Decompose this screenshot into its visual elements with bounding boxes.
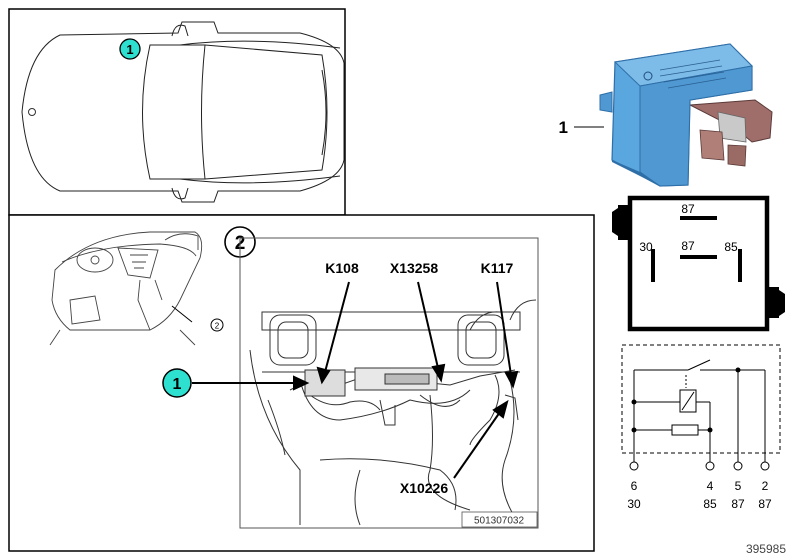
relay-illustration: 1 <box>559 43 773 187</box>
interior-sketch <box>49 231 203 346</box>
car-location-panel: 1 <box>8 8 346 216</box>
diagram-id: 395985 <box>746 542 786 556</box>
label-x10226: X10226 <box>400 480 448 496</box>
pin-label-right: 85 <box>724 240 738 254</box>
label-k108: K108 <box>325 260 359 276</box>
pin-label-center: 87 <box>681 239 695 253</box>
relay-location-callout-1: 1 <box>162 368 192 398</box>
terminal-4: 4 85 <box>703 479 717 511</box>
callout-number: 2 <box>215 322 220 331</box>
detail-callout-small-2: 2 <box>210 318 224 332</box>
callout-number: 1 <box>173 376 182 393</box>
svg-text:4: 4 <box>707 479 714 493</box>
car-outline <box>21 21 345 203</box>
leader-arrows <box>192 281 519 479</box>
pin-label-left: 30 <box>639 240 653 254</box>
label-x13258: X13258 <box>390 260 438 276</box>
drawing-ref-code: 501307032 <box>474 516 524 527</box>
relay-circuit-schematic: 6 30 4 85 5 87 2 87 <box>621 344 781 511</box>
part-callout-1: 1 <box>119 38 141 60</box>
svg-text:85: 85 <box>703 497 717 511</box>
relay-part-label: 1 <box>559 118 568 137</box>
terminal-6: 6 30 <box>627 479 641 511</box>
svg-text:87: 87 <box>731 497 745 511</box>
svg-text:6: 6 <box>631 479 638 493</box>
relay-pinout-diagram: 87 30 87 85 <box>612 195 785 332</box>
terminal-5: 5 87 <box>731 479 745 511</box>
label-k117: K117 <box>481 260 514 276</box>
svg-text:2: 2 <box>762 479 769 493</box>
dashboard-detail-drawing <box>239 237 539 529</box>
terminal-2: 2 87 <box>758 479 772 511</box>
detail-panel: 2 2 <box>8 214 595 552</box>
fuel-cap-marker <box>28 108 36 116</box>
svg-text:87: 87 <box>758 497 772 511</box>
callout-number: 1 <box>126 42 133 57</box>
svg-text:30: 30 <box>627 497 641 511</box>
svg-text:5: 5 <box>735 479 742 493</box>
pin-label-top: 87 <box>681 202 695 216</box>
